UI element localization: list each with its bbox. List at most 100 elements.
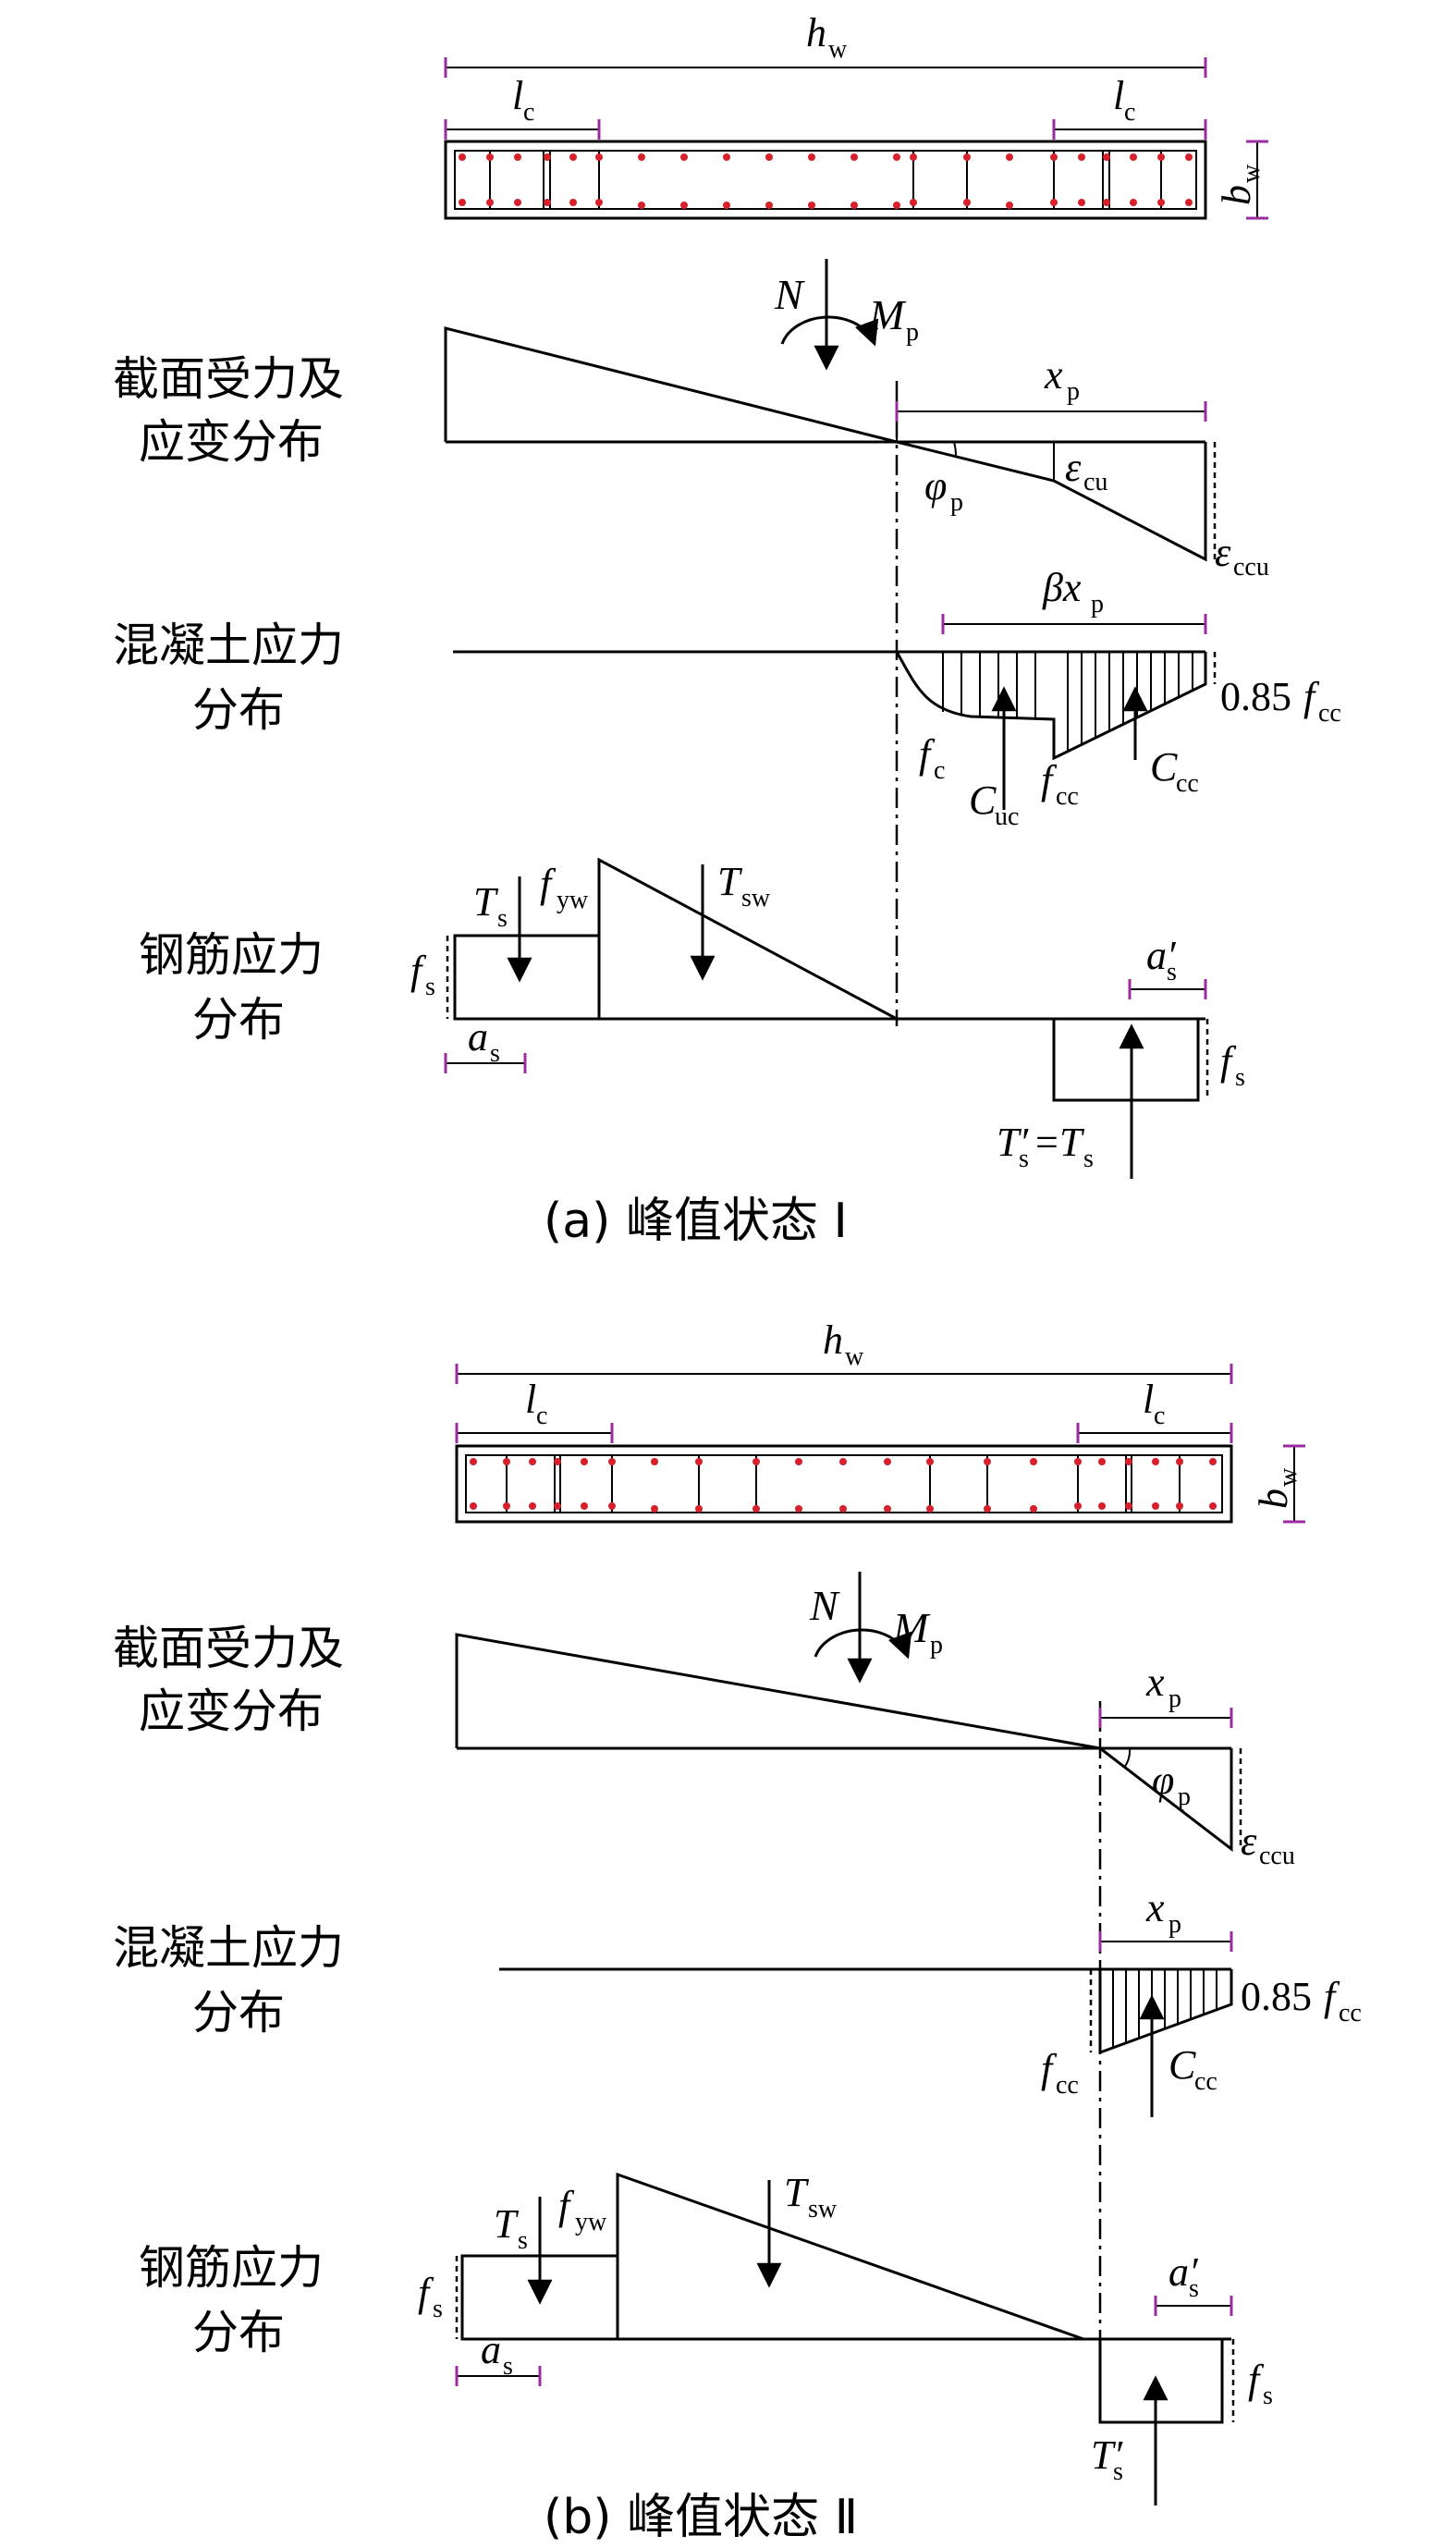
fcc-sub-a: cc [1056,782,1079,811]
fc-sub: c [934,756,945,785]
steel-stress-a: T s f yw T sw f s a s a′ s f s T′ s = T [410,857,1245,1179]
as-sub-b: s [503,2352,513,2381]
asp-label-b: a′ [1168,2249,1199,2295]
steel-stress-b: T s f yw T sw f s a s a′ s f s T′ s [418,2170,1273,2505]
phi-label-b: φ [1152,1758,1174,1803]
hw-label-b: h [823,1317,843,1363]
Cuc-sub: uc [995,802,1019,831]
concrete-stress-b: x p 0.85 f cc f cc C cc [499,1885,1362,2117]
label-steel-2-b: 分布 [192,2306,285,2359]
label-strain-2-b: 应变分布 [139,1684,324,1738]
fyw-sub-b: yw [575,2208,607,2236]
eps-cu-label: ε [1065,445,1082,490]
axial-force-N-b: N [809,1572,873,1684]
dim-hw-b: h w [455,1317,1233,1384]
eps-ccu-label-a: ε [1215,530,1231,575]
concrete-stress-a: βx p 0.85 f cc f c C uc f cc C cc [453,565,1341,831]
moment-Mp-b: M p [814,1604,943,1660]
Tsp-T-a: T [1059,1120,1085,1165]
hatch-b [1112,1969,1217,2048]
as-sub-a: s [490,1039,500,1068]
Tsp-label-b: T′ [1091,2432,1123,2478]
xp2-sub-b: p [1168,1910,1181,1939]
xp-sub-b: p [1168,1684,1181,1713]
caption-a: (a) 峰值状态 Ⅰ [544,1194,848,1249]
rebar-dots-a [459,153,1193,209]
dim-bw-b: b w [1251,1444,1305,1524]
Tsw-label-a: T [717,859,743,904]
Tsp-label-a: T′ [997,1120,1029,1165]
f085-num-a: 0.85 [1220,674,1291,719]
Mp-label: M [868,291,907,338]
eps-ccu-sub-b: ccu [1259,1842,1295,1870]
dim-lc-right-a: l c [1052,73,1207,140]
lc-right-sub-b: c [1154,1402,1165,1430]
N-label: N [774,271,805,318]
Ts-label-b: T [494,2201,520,2247]
Cuc-label: C [969,778,997,823]
eps-cu-sub: cu [1083,468,1107,496]
Tsw-label-b: T [784,2170,810,2215]
dim-lc-left-b: l c [455,1377,614,1443]
Ts-label-a: T [473,879,499,925]
label-steel-2-a: 分布 [192,993,285,1047]
phi-sub-a: p [950,488,963,517]
Mp-sub-b: p [930,1631,943,1660]
lc-right-label-b: l [1143,1377,1154,1422]
Tsp-eq-a: = [1035,1120,1058,1165]
hw-sub-b: w [845,1342,864,1371]
label-concrete-1-b: 混凝土应力 [113,1921,344,1975]
panel-b: h w l c l c b w [113,1317,1362,2545]
wall-section-b [455,1444,1233,1524]
asp-sub-a: s [1167,958,1177,986]
fs-sub-b: s [433,2295,443,2323]
as-label-b: a [481,2327,501,2372]
Tsp-T-sub-a: s [1083,1145,1094,1173]
strain-diagram-a: x p φ p ε cu ε ccu [444,326,1269,582]
lc-right-sub: c [1124,98,1135,127]
label-strain-1-a: 截面受力及 [113,352,344,406]
label-concrete-2-b: 分布 [192,1986,285,2040]
wall-section-a [444,140,1207,220]
Ccc-label-a: C [1150,744,1178,790]
xp-label-a: x [1044,352,1063,398]
beta-x-label: βx [1042,565,1082,610]
fyw-label-a: f [540,861,557,906]
lc-left-sub: c [523,98,534,127]
xp2-label-b: x [1145,1885,1165,1930]
fyw-sub-a: yw [557,886,589,914]
rebar-dots-b [470,1458,1217,1513]
hw-sub: w [828,35,848,64]
fyw-label-b: f [558,2183,575,2228]
hw-label: h [806,10,826,55]
Mp-label-b: M [892,1604,931,1651]
lc-left-label: l [512,73,523,118]
as-label-a: a [468,1014,488,1060]
eps-ccu-label-b: ε [1241,1819,1257,1864]
label-strain-1-b: 截面受力及 [113,1622,344,1675]
label-concrete-2-a: 分布 [192,683,285,737]
bw-label: b [1214,185,1259,205]
Mp-sub: p [906,318,919,347]
axial-force-N-a: N [774,259,839,371]
panel-a: h w l c l c b w [113,10,1341,1249]
dim-lc-right-b: l c [1076,1377,1233,1443]
lc-left-sub-b: c [536,1402,547,1430]
Tsp-sub-b: s [1113,2457,1123,2486]
dim-bw-a: b w [1214,140,1268,220]
fcc-sub-b: cc [1056,2071,1079,2100]
fs-right-sub-a: s [1235,1063,1245,1092]
f085-sub-a: cc [1318,699,1341,728]
Tsw-sub-b: sw [808,2195,838,2223]
dim-lc-left-a: l c [444,73,601,140]
f085-num-b: 0.85 [1241,1974,1312,2019]
Tsw-sub-a: sw [741,884,771,913]
strain-diagram-b: x p φ p ε ccu [455,1633,1295,1870]
fs-right-sub-b: s [1263,2382,1273,2410]
Ccc-sub-a: cc [1176,769,1199,798]
Tsp-sub-a: s [1019,1145,1029,1173]
eps-ccu-sub-a: ccu [1233,553,1269,582]
Ccc-sub-b: cc [1194,2067,1217,2096]
label-steel-1-a: 钢筋应力 [139,928,324,982]
